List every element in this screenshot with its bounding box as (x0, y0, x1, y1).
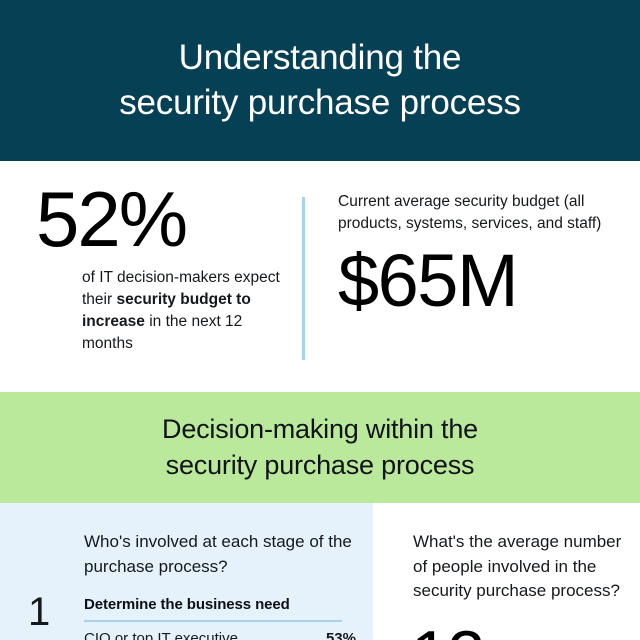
stat-caption-average-budget: Current average security budget (all pro… (338, 193, 602, 233)
step-divider-rule (84, 619, 342, 622)
section-banner-decision-making: Decision-making within the security purc… (0, 392, 640, 503)
step-title: Determine the business need (84, 596, 290, 613)
section-title: Decision-making within the security purc… (40, 412, 600, 482)
header-banner: Understanding the security purchase proc… (0, 0, 640, 161)
stats-vertical-divider (302, 197, 305, 360)
question-who-is-involved: Who's involved at each stage of the purc… (84, 532, 352, 576)
section-title-line-2: security purchase process (165, 449, 475, 480)
stat-value-average-people: 12 (411, 621, 485, 640)
step-item-row: CIO or top IT executive 53% (84, 630, 356, 640)
stat-caption-budget-increase: of IT decision-makers expect their secur… (82, 267, 284, 355)
page-title: Understanding the security purchase proc… (40, 36, 600, 124)
step-item-value: 53% (325, 629, 356, 640)
stat-value-average-budget: $65M (338, 238, 519, 322)
step-item-label: CIO or top IT executive (84, 629, 238, 640)
step-number: 1 (28, 590, 51, 634)
stat-block-average-budget: Current average security budget (all pro… (338, 191, 616, 318)
stat-block-budget-increase: 52% of IT decision-makers expect their s… (22, 175, 284, 355)
panel-who-is-involved: Who's involved at each stage of the purc… (0, 503, 373, 640)
bottom-panels: Who's involved at each stage of the purc… (0, 503, 640, 640)
panel-average-people: What's the average number of people invo… (373, 503, 640, 640)
question-average-people: What's the average number of people invo… (413, 532, 622, 601)
page-title-line-1: Understanding the (178, 38, 462, 78)
stat-value-percent: 52% (36, 175, 188, 263)
stats-strip: 52% of IT decision-makers expect their s… (0, 161, 640, 392)
page-title-line-2: security purchase process (119, 82, 521, 122)
stat-caption-part-2: in the next 12 months (82, 312, 243, 352)
stat-caption-part-1: of IT decision-makers expect their (82, 268, 280, 308)
section-title-line-1: Decision-making within the (162, 414, 478, 445)
stat-caption-emphasis: security budget to increase (82, 290, 251, 330)
step-body: Determine the business need CIO or top I… (84, 596, 364, 640)
